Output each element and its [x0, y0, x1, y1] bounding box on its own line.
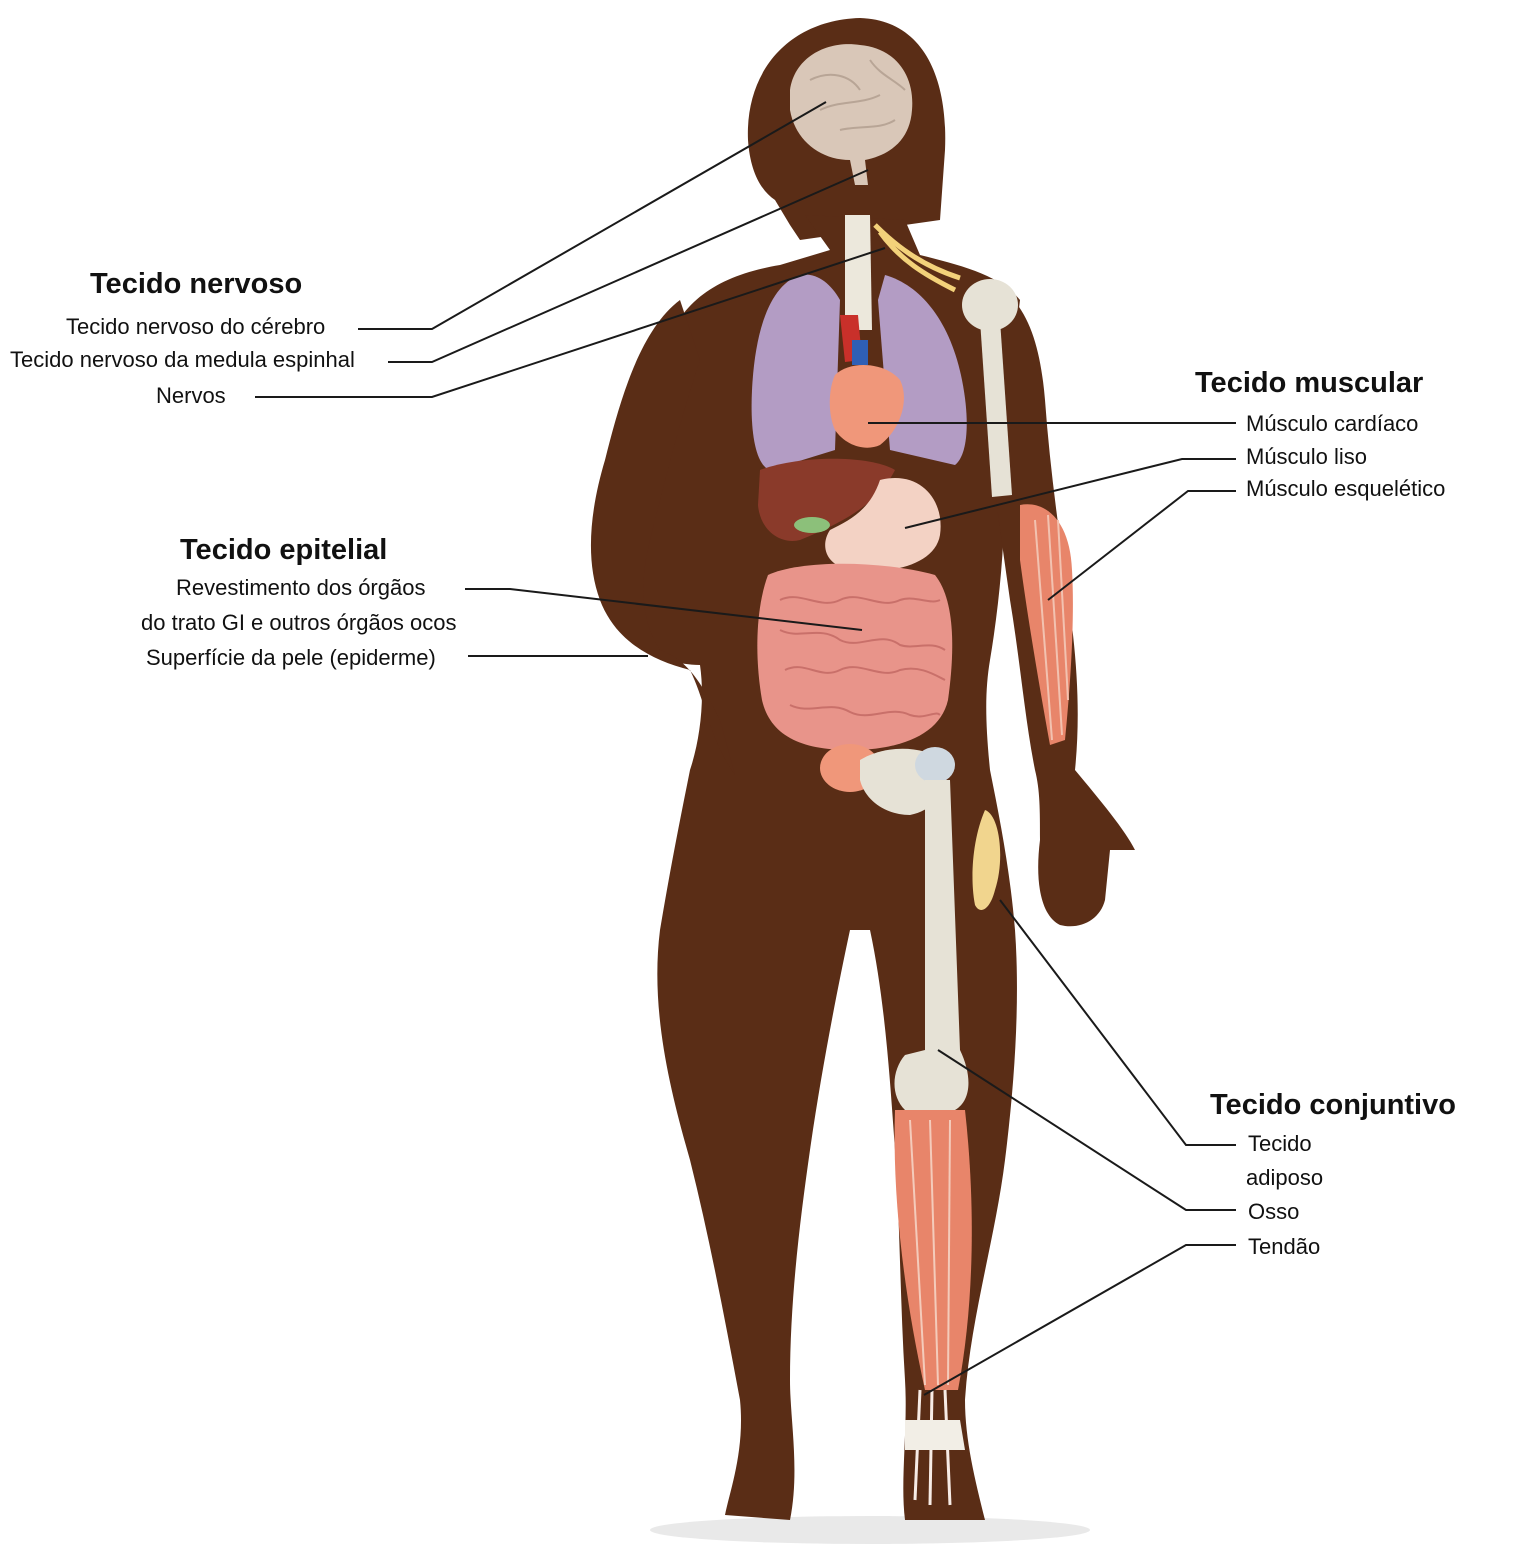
leader-adipose	[1000, 900, 1236, 1145]
label-musculo-cardiaco: Músculo cardíaco	[1246, 411, 1418, 437]
group-title-nervoso: Tecido nervoso	[90, 268, 302, 301]
label-epitelial-revestimento: Revestimento dos órgãos	[176, 575, 425, 601]
vein	[852, 340, 868, 365]
intestines	[757, 564, 952, 750]
group-title-conjuntivo: Tecido conjuntivo	[1210, 1089, 1456, 1122]
label-musculo-liso: Músculo liso	[1246, 444, 1367, 470]
label-musculo-esqueletico: Músculo esquelético	[1246, 476, 1445, 502]
femur-head	[915, 747, 955, 783]
label-nervos: Nervos	[156, 383, 226, 409]
group-title-muscular: Tecido muscular	[1195, 367, 1423, 400]
label-epitelial-trato-gi: do trato GI e outros órgãos ocos	[141, 610, 457, 636]
label-tecido: Tecido	[1248, 1131, 1312, 1157]
leader-skeletal	[1048, 491, 1236, 600]
ankle-bones	[905, 1420, 965, 1450]
label-adiposo: adiposo	[1246, 1165, 1323, 1191]
spinal-column	[845, 215, 872, 330]
group-title-epitelial: Tecido epitelial	[180, 534, 387, 567]
label-nervoso-medula: Tecido nervoso da medula espinhal	[10, 347, 355, 373]
label-osso: Osso	[1248, 1199, 1299, 1225]
label-nervoso-cerebro: Tecido nervoso do cérebro	[66, 314, 325, 340]
label-tendao: Tendão	[1248, 1234, 1320, 1260]
ground-shadow	[650, 1516, 1090, 1544]
gallbladder	[794, 517, 830, 533]
label-epitelial-pele: Superfície da pele (epiderme)	[146, 645, 436, 671]
